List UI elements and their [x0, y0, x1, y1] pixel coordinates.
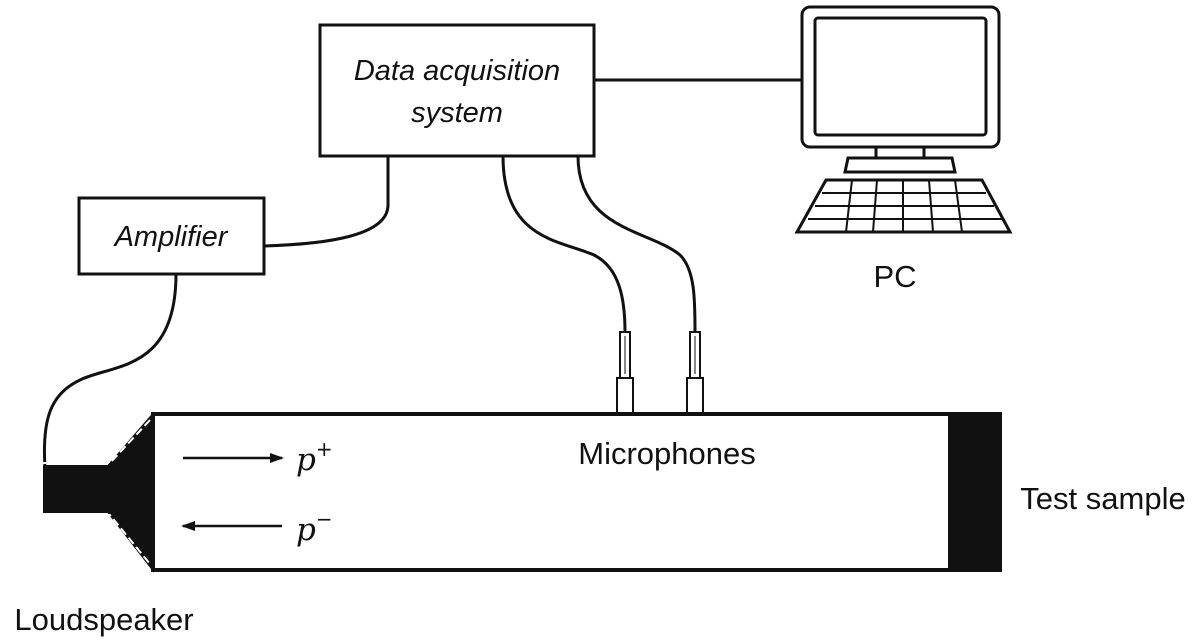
pc-label: PC	[873, 259, 916, 294]
wave-arrows	[181, 453, 284, 531]
tube-body	[151, 412, 1002, 572]
desktop-computer-icon	[794, 5, 1013, 234]
wave-reflected-sign: −	[316, 507, 333, 531]
loudspeaker-label: Loudspeaker	[14, 602, 193, 637]
daq-label-line2: system	[411, 97, 503, 129]
daq-label-line1: Data acquisition	[354, 55, 560, 87]
amplifier-label: Amplifier	[113, 221, 229, 253]
daq-box-frame	[318, 23, 596, 158]
wave-reflected-symbol: p	[296, 512, 316, 548]
wave-incident-symbol: p	[296, 442, 316, 478]
loudspeaker-icon	[41, 411, 154, 573]
loudspeaker-outline	[41, 419, 151, 565]
microphone-2	[686, 331, 704, 415]
wave-reflected-label: p−	[296, 507, 333, 548]
cable-daq-mic1	[501, 154, 627, 334]
cable-amplifier-loudspeaker	[42, 272, 178, 470]
amplifier-box-frame	[77, 196, 266, 276]
impedance-tube	[151, 412, 1002, 572]
microphones-label: Microphones	[578, 436, 755, 471]
cable-daq-mic2	[576, 154, 697, 334]
cable-daq-amplifier	[262, 154, 390, 248]
wave-incident-label: p+	[296, 437, 333, 478]
test-sample-block	[948, 414, 1000, 570]
test-sample-label: Test sample	[1020, 481, 1185, 516]
daq-box: Data acquisition system	[318, 23, 596, 158]
amplifier-box: Amplifier	[77, 196, 266, 276]
wave-incident-sign: +	[316, 437, 333, 461]
microphone-1	[616, 331, 634, 415]
microphone-icon	[616, 331, 704, 415]
cables	[42, 78, 804, 470]
loudspeaker-horn	[43, 411, 154, 573]
